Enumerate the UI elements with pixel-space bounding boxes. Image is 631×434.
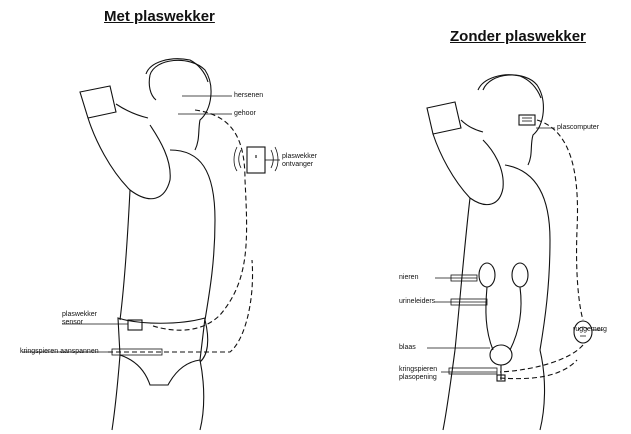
signal-path-spine xyxy=(537,120,583,320)
cap xyxy=(146,59,208,82)
cap xyxy=(478,75,541,98)
label-plaswekker-sensor-1: plaswekker xyxy=(62,311,97,319)
label-kringspieren: kringspieren xyxy=(399,366,437,374)
cup xyxy=(427,102,461,134)
kidney-right xyxy=(512,263,528,287)
ureter-right xyxy=(510,287,521,350)
signal-path-legs xyxy=(108,260,253,352)
cup xyxy=(80,86,116,118)
label-gehoor: gehoor xyxy=(234,110,256,118)
label-blaas: blaas xyxy=(399,344,416,352)
signal-path-head xyxy=(150,110,247,330)
torso xyxy=(170,150,215,320)
kidney-left xyxy=(479,263,495,287)
label-plaswekker-ontvanger-2: ontvanger xyxy=(282,161,313,169)
raised-arm xyxy=(88,118,170,199)
figure-boy-without-alarm xyxy=(315,0,631,434)
label-kringspieren-aanspannen: kringspieren aanspannen xyxy=(20,348,99,356)
label-urineleiders: urineleiders xyxy=(399,298,435,306)
head-outline xyxy=(150,60,211,150)
raised-arm xyxy=(433,134,503,205)
label-plasopening: plasopening xyxy=(399,374,437,382)
bladder xyxy=(490,345,512,365)
label-hersenen: hersenen xyxy=(234,92,263,100)
panel-met-plaswekker: Met plaswekker xyxy=(0,0,315,434)
torso xyxy=(505,165,550,350)
label-plascomputer: plascomputer xyxy=(557,124,599,132)
alarm-receiver-box xyxy=(247,147,265,173)
label-plaswekker-sensor-2: sensor xyxy=(62,319,83,327)
figure-boy-with-alarm xyxy=(0,0,315,434)
label-nieren: nieren xyxy=(399,274,418,282)
ureter-left xyxy=(486,287,493,350)
panel-zonder-plaswekker: Zonder plaswekker xyxy=(315,0,631,434)
plascomputer-box xyxy=(519,115,535,125)
label-plaswekker-ontvanger-1: plaswekker xyxy=(282,153,317,161)
label-ruggemerg: ruggemerg xyxy=(573,326,607,334)
